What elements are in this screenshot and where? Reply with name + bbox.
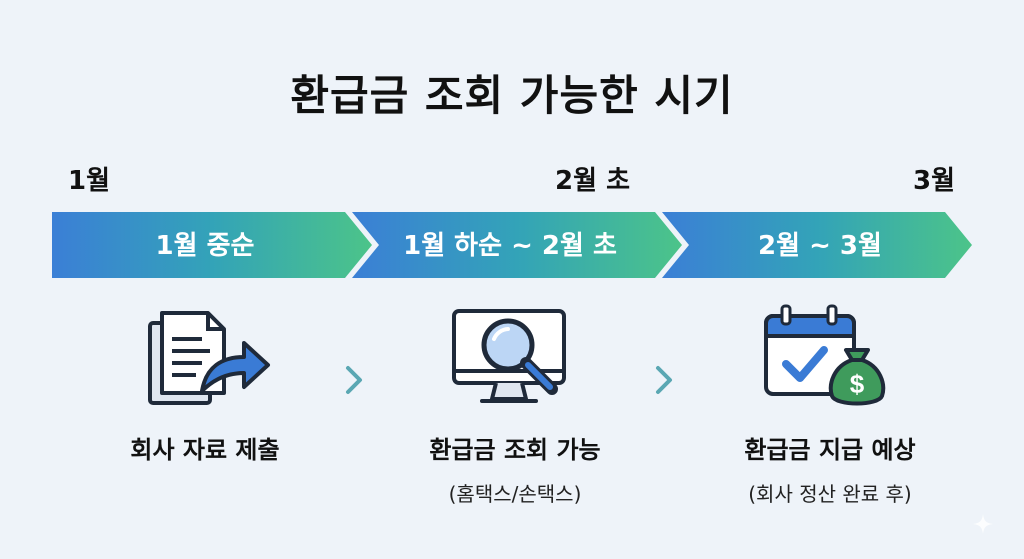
stage-caption-1: 회사 자료 제출 [130,436,280,464]
stage-subcaption-2: (홈택스/손택스) [448,482,582,506]
stage-subcaption-3: (회사 정산 완료 후) [748,482,912,506]
stage-caption-3: 환급금 지급 예상 [744,436,916,464]
document-upload-icon [148,311,270,405]
monitor-search-icon [452,309,566,403]
timeline-segment-2 [352,212,682,278]
stage-caption-2: 환급금 조회 가능 [429,436,601,464]
stage-period-1: 1월 중순 [155,231,255,261]
svg-text:$: $ [850,369,865,399]
month-label-early-february: 2월 초 [555,166,630,196]
chevron-right-icon [346,366,362,394]
calendar-money-icon: $ [764,304,886,406]
timeline-segment-1 [52,212,372,278]
stage-period-3: 2월 ~ 3월 [758,231,882,261]
month-label-january: 1월 [68,166,111,196]
stage-period-2: 1월 하순 ~ 2월 초 [403,231,617,261]
timeline-segment-3 [662,212,972,278]
page-title: 환급금 조회 가능한 시기 [290,71,734,120]
sparkle-icon [973,514,993,534]
month-label-march: 3월 [913,166,956,196]
timeline-arrow-band [52,212,972,278]
chevron-right-icon [656,366,672,394]
